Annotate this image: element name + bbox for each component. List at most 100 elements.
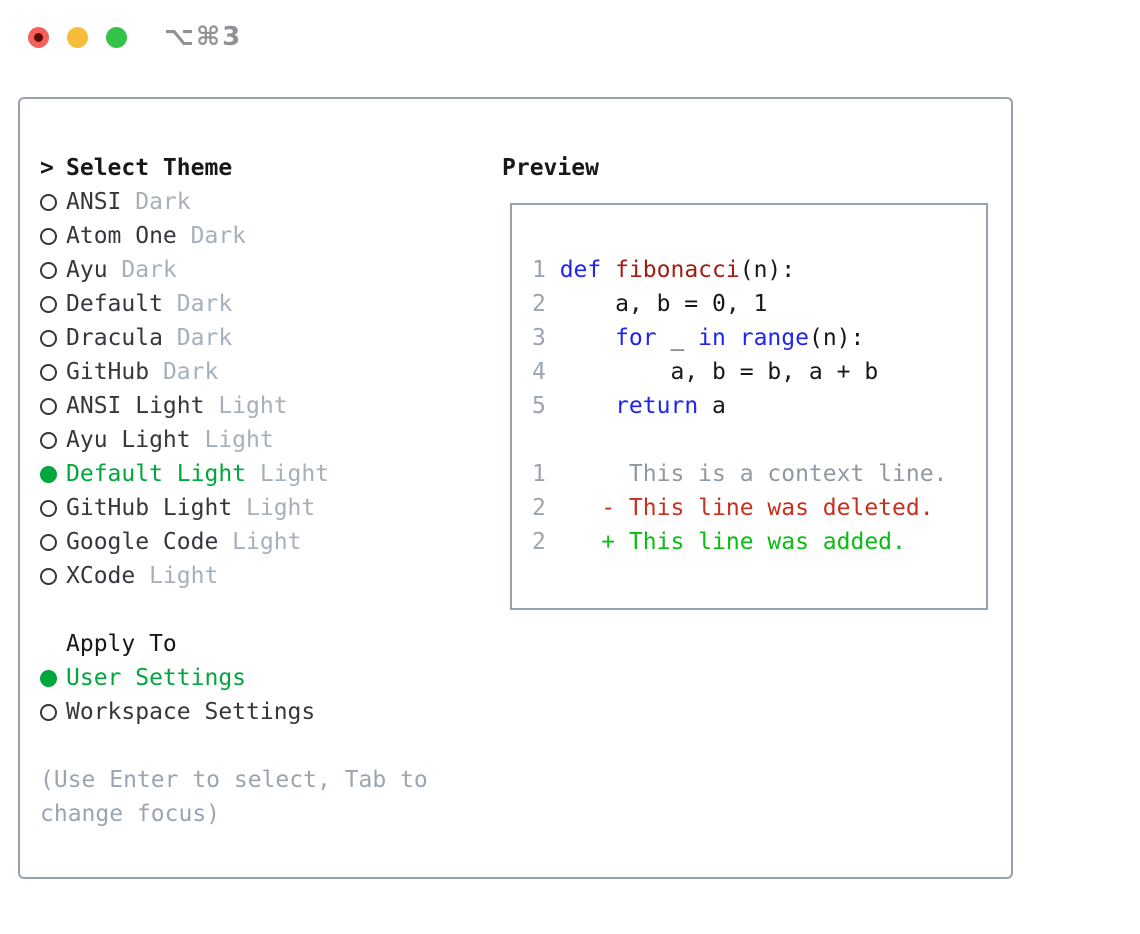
radio-unselected-icon (40, 329, 57, 347)
option-tag: Dark (176, 223, 247, 249)
radio-column (40, 533, 66, 551)
spacer (40, 729, 480, 763)
zoom-button[interactable] (106, 27, 127, 48)
option-label: User Settings (66, 665, 247, 691)
radio-unselected-icon (40, 533, 57, 551)
theme-option[interactable]: ANSI Dark (40, 185, 480, 219)
theme-option[interactable]: GitHub Light Light (40, 491, 480, 525)
radio-unselected-icon (40, 295, 57, 313)
line-number: 1 (532, 461, 546, 487)
prompt-caret-icon: > (40, 155, 54, 181)
line-number: 3 (532, 325, 546, 351)
preview-title: Preview (502, 155, 599, 181)
line-number: 2 (532, 529, 546, 555)
line-number: 5 (532, 393, 546, 419)
code-line: 2 - This line was deleted. (532, 491, 986, 525)
code-token: (n): (739, 257, 796, 283)
radio-unselected-icon (40, 567, 57, 585)
code-token: return (615, 393, 699, 419)
theme-option[interactable]: GitHub Dark (40, 355, 480, 389)
radio-column (40, 261, 66, 279)
option-label: Google Code (66, 529, 219, 555)
theme-option[interactable]: Google Code Light (40, 525, 480, 559)
option-label: XCode (66, 563, 136, 589)
option-label: Atom One (66, 223, 177, 249)
code-token: - This line was deleted. (559, 495, 934, 521)
radio-unselected-icon (40, 227, 57, 245)
theme-option[interactable]: ANSI Light Light (40, 389, 480, 423)
code-line: 5 return a (532, 389, 986, 423)
theme-option[interactable]: XCode Light (40, 559, 480, 593)
code-line (532, 423, 986, 457)
radio-column (40, 499, 66, 517)
radio-column (40, 193, 66, 211)
radio-unselected-icon (40, 193, 57, 211)
option-tag: Dark (162, 291, 233, 317)
theme-option[interactable]: Dracula Dark (40, 321, 480, 355)
code-token: range (739, 325, 809, 351)
code-token: + This line was added. (559, 529, 906, 555)
close-button[interactable] (28, 27, 49, 48)
spacer (40, 593, 480, 627)
theme-option[interactable]: Default Dark (40, 287, 480, 321)
code-token: a (698, 393, 726, 419)
code-token (560, 325, 615, 351)
code-token: This is a context line. (559, 461, 948, 487)
option-tag: Light (218, 529, 302, 555)
option-label: ANSI (66, 189, 122, 215)
option-tag: Light (190, 427, 274, 453)
code-line: 2 a, b = 0, 1 (532, 287, 986, 321)
radio-unselected-icon (40, 499, 57, 517)
theme-option[interactable]: Ayu Light Light (40, 423, 480, 457)
option-label: Ayu Light (66, 427, 191, 453)
option-tag: Light (246, 461, 330, 487)
code-token: a, b = 0, 1 (559, 291, 768, 317)
option-label: GitHub (66, 359, 150, 385)
radio-column (40, 363, 66, 381)
line-number: 2 (532, 495, 546, 521)
code-token: def (559, 257, 602, 283)
option-label: Ayu (66, 257, 108, 283)
select-theme-title: Select Theme (66, 155, 233, 181)
code-token: _ (656, 325, 699, 351)
code-line: 4 a, b = b, a + b (532, 355, 986, 389)
radio-column (40, 397, 66, 415)
code-token: fibonacci (615, 257, 740, 283)
code-token (560, 393, 615, 419)
radio-column (40, 669, 66, 687)
line-number: 4 (532, 359, 546, 385)
apply-to-title: Apply To (66, 631, 177, 657)
theme-option[interactable]: Default Light Light (40, 457, 480, 491)
keyboard-shortcut-label: ⌥⌘3 (164, 22, 243, 52)
option-label: Workspace Settings (66, 699, 316, 725)
radio-column (40, 227, 66, 245)
radio-unselected-icon (40, 703, 57, 721)
option-tag: Light (135, 563, 219, 589)
code-line: 3 for _ in range(n): (532, 321, 986, 355)
apply-option[interactable]: Workspace Settings (40, 695, 480, 729)
code-token (726, 325, 740, 351)
option-tag: Dark (149, 359, 219, 385)
option-tag: Dark (107, 257, 177, 283)
apply-option[interactable]: User Settings (40, 661, 480, 695)
radio-selected-icon (40, 465, 57, 483)
help-text-line-1: (Use Enter to select, Tab to (40, 767, 428, 793)
option-label: Dracula (66, 325, 163, 351)
radio-unselected-icon (40, 363, 57, 381)
line-number: 2 (532, 291, 546, 317)
radio-unselected-icon (40, 261, 57, 279)
code-token: (n): (808, 325, 865, 351)
radio-column (40, 465, 66, 483)
apply-to-header: Apply To (40, 627, 480, 661)
code-token: in (698, 325, 726, 351)
option-label: ANSI Light (66, 393, 205, 419)
minimize-button[interactable] (67, 27, 88, 48)
theme-option[interactable]: Atom One Dark (40, 219, 480, 253)
theme-option[interactable]: Ayu Dark (40, 253, 480, 287)
help-text-line-2: change focus) (40, 801, 221, 827)
